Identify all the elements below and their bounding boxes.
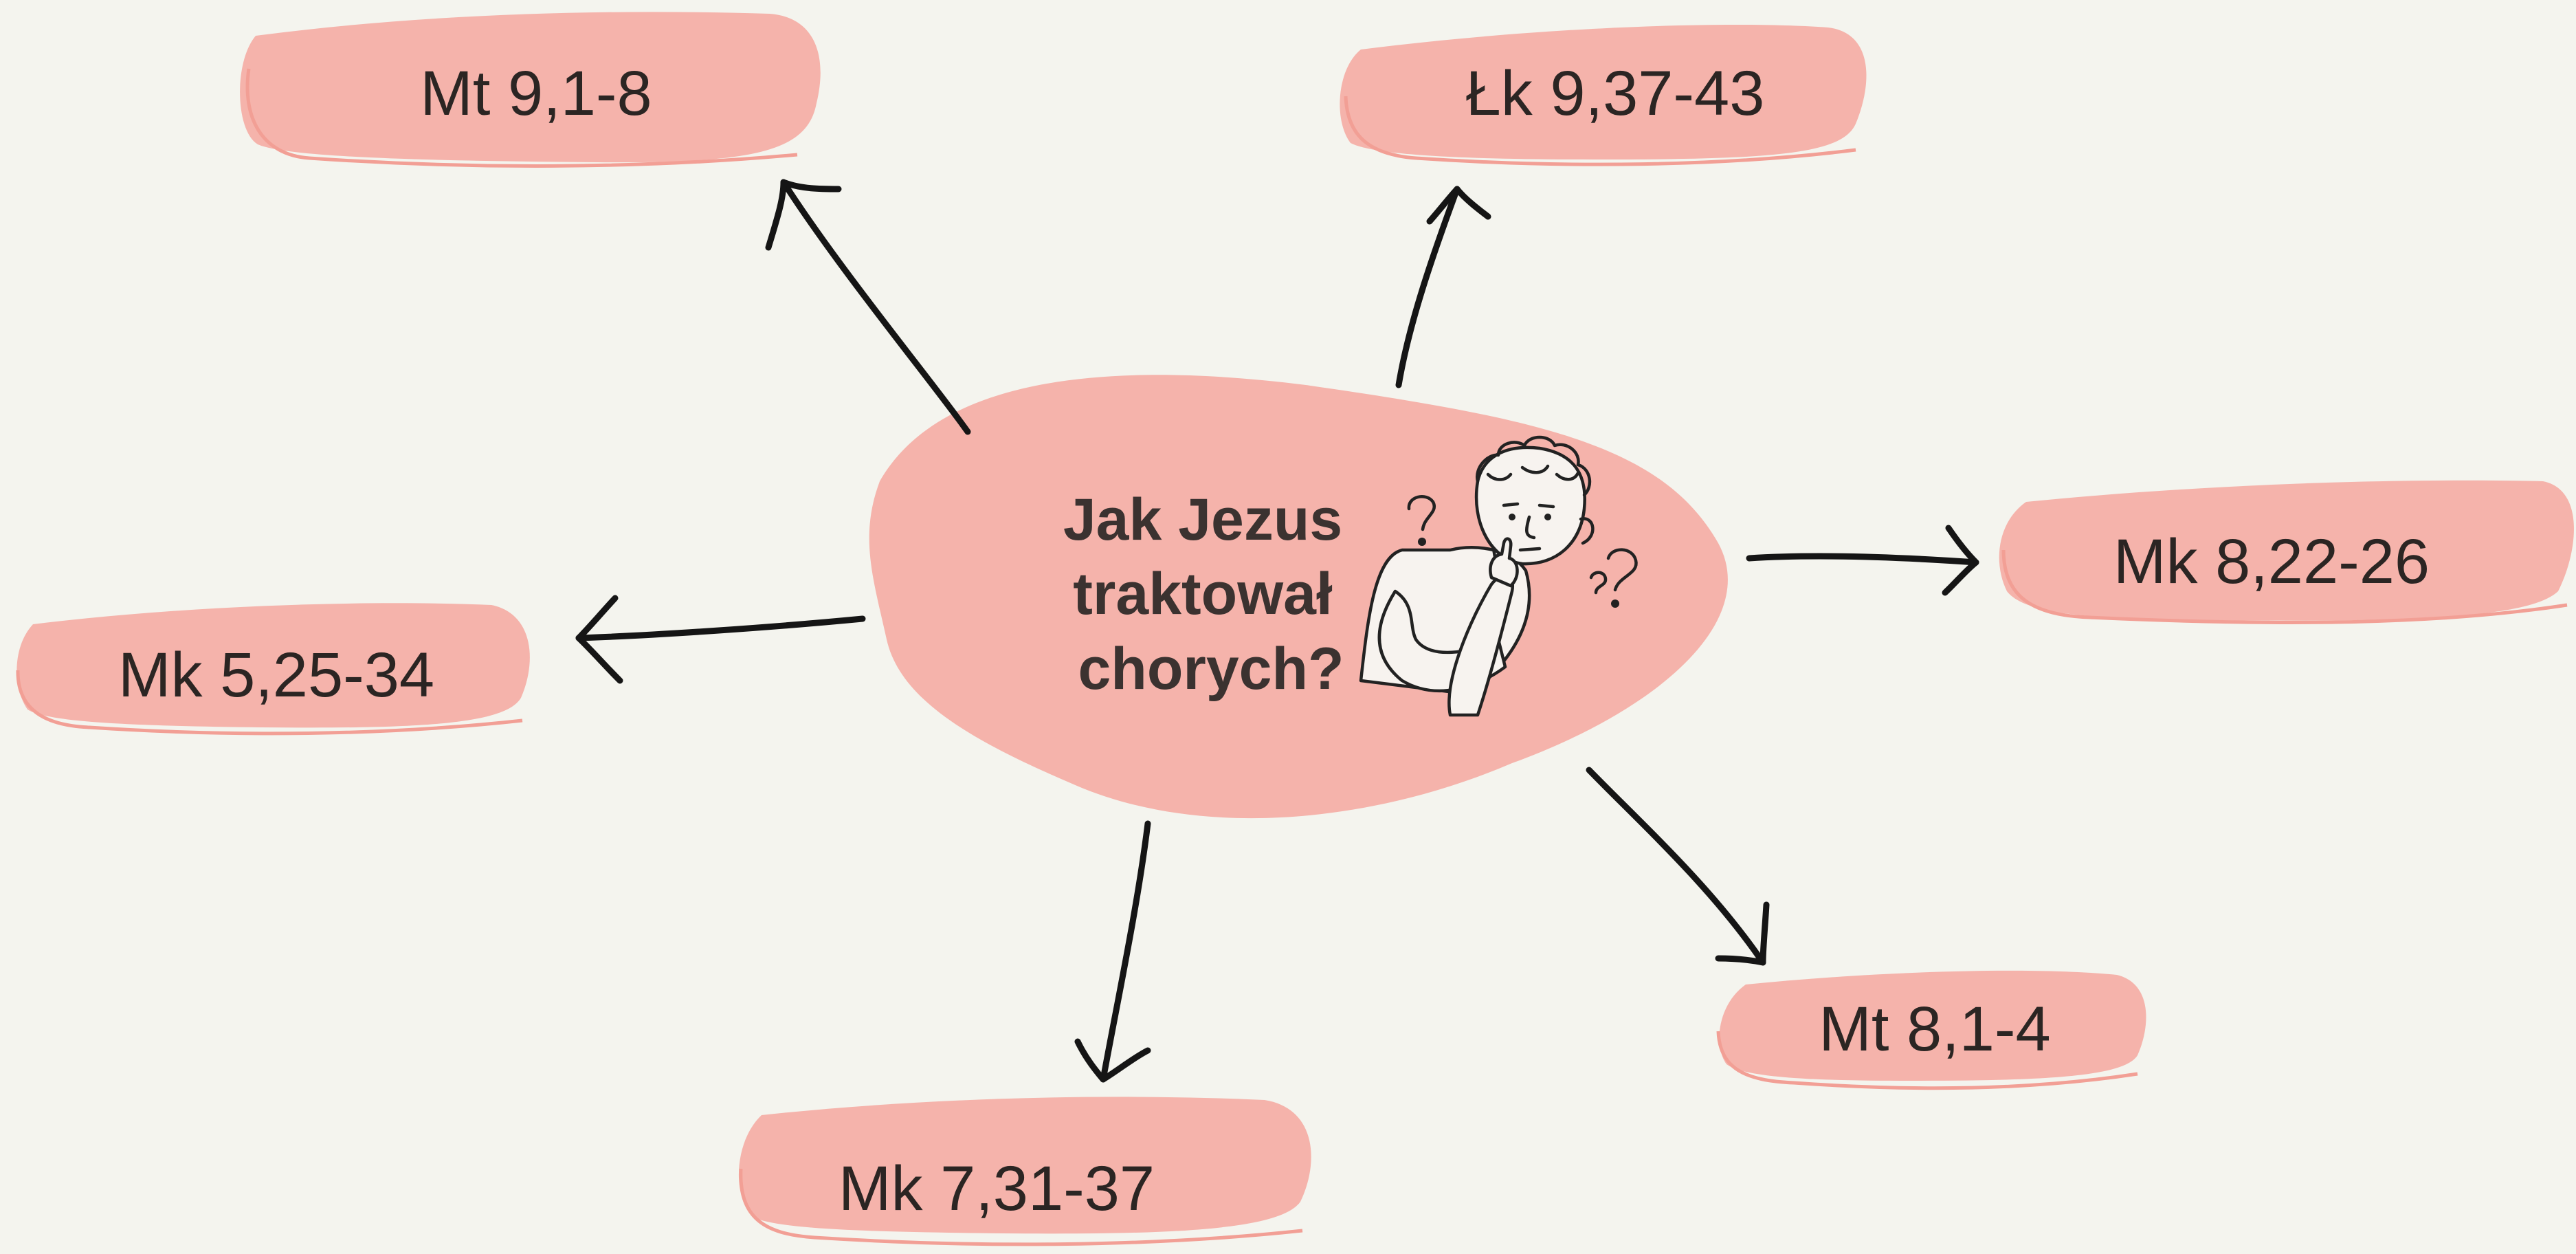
node-mt-8-label: Mt 8,1-4	[1819, 994, 2050, 1064]
node-mt-9-label: Mt 9,1-8	[420, 58, 652, 129]
arrow-to-mt-8	[1586, 767, 1766, 966]
node-mk-5-blob	[16, 603, 530, 728]
central-title-line-1: Jak Jezus	[1063, 487, 1342, 553]
arrow-to-lk-9	[1395, 186, 1461, 388]
arrow-to-mt-9-head	[765, 179, 842, 251]
node-mk-5-outline	[16, 670, 523, 736]
arrow-to-mk-5	[575, 615, 866, 641]
central-title: Jak Jezus traktował chorych?	[1063, 487, 1359, 702]
arrow-to-lk-9-head	[1426, 186, 1491, 225]
node-lk-9-blob	[1340, 24, 1867, 160]
node-mt-8-outline	[1716, 1031, 2138, 1090]
node-mk-7: Mk 7,31-37	[738, 1097, 1311, 1246]
arrow-to-mt-9	[780, 179, 971, 435]
node-mk-5-label: Mk 5,25-34	[118, 640, 434, 710]
node-mt-8-blob	[1719, 970, 2146, 1081]
node-mt-9-outline	[245, 68, 798, 168]
node-mk-5: Mk 5,25-34	[16, 603, 530, 736]
node-lk-9: Łk 9,37-43	[1340, 24, 1867, 166]
arrow-to-mk-5-head	[575, 595, 623, 684]
central-topic: Jak Jezus traktował chorych?	[869, 375, 1728, 819]
node-lk-9-outline	[1344, 96, 1856, 166]
node-mt-9: Mt 9,1-8	[240, 12, 821, 168]
arrow-to-mt-8-head	[1715, 901, 1770, 966]
node-mk-7-blob	[738, 1097, 1311, 1234]
connector-arrows	[575, 179, 1979, 1083]
node-mk-7-outline	[739, 1168, 1303, 1246]
thinking-boy-icon	[1359, 435, 1638, 717]
node-mt-9-blob	[240, 12, 821, 163]
arrow-to-mk-8	[1746, 553, 1979, 566]
central-title-line-3: chorych?	[1078, 636, 1344, 702]
node-mk-8-outline	[2001, 549, 2568, 624]
node-mk-8: Mk 8,22-26	[1999, 480, 2574, 624]
node-mk-7-label: Mk 7,31-37	[839, 1154, 1155, 1224]
node-mt-8: Mt 8,1-4	[1716, 970, 2146, 1090]
node-mk-8-label: Mk 8,22-26	[2113, 527, 2430, 597]
node-lk-9-label: Łk 9,37-43	[1466, 58, 1765, 129]
node-mk-8-blob	[1999, 480, 2574, 621]
central-title-line-2: traktował	[1073, 561, 1333, 627]
arrow-to-mk-8-head	[1942, 525, 1979, 596]
arrow-to-mk-7	[1100, 820, 1151, 1083]
arrow-to-mk-7-head	[1074, 1038, 1151, 1083]
